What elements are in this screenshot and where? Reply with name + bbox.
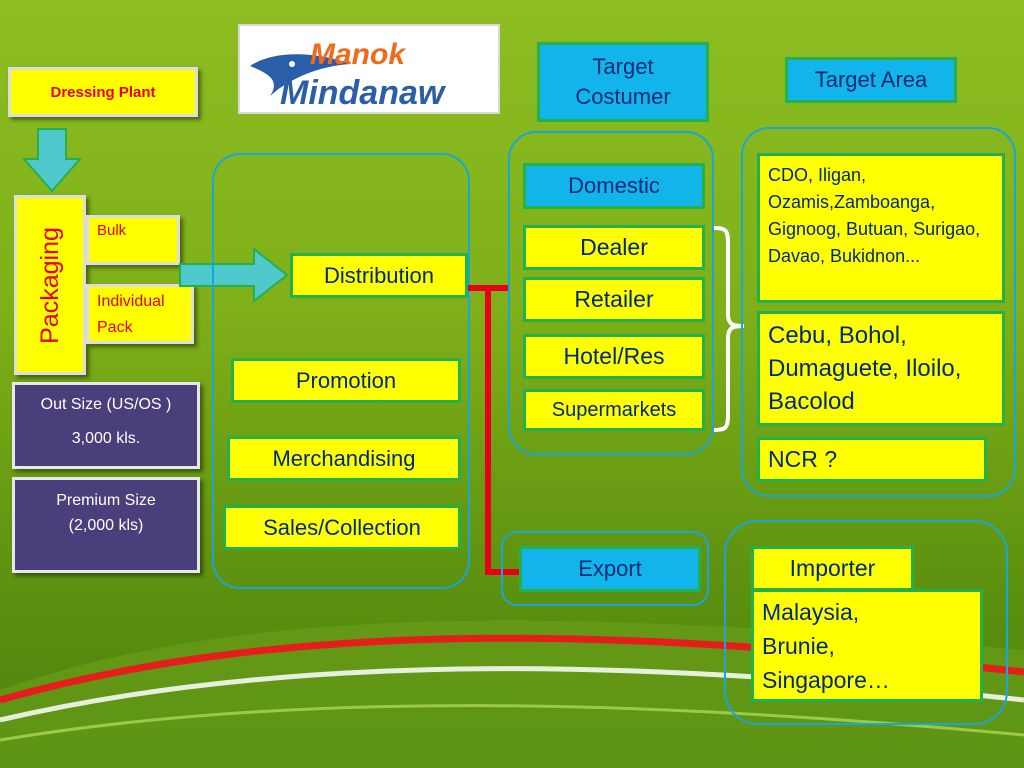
- out-size-line2: 3,000 kls.: [71, 430, 141, 447]
- activities-group: [212, 153, 470, 589]
- target-area-label: Target Area: [814, 67, 928, 92]
- red-connector: [468, 285, 520, 575]
- supermarkets-box: Supermarkets: [523, 389, 705, 431]
- dealer-box: Dealer: [523, 225, 705, 270]
- domestic-label: Domestic: [568, 173, 660, 198]
- export-group: [501, 531, 709, 606]
- visayas-areas-box: Cebu, Bohol, Dumaguete, Iloilo, Bacolod: [757, 311, 1005, 426]
- target-area-group: [741, 127, 1016, 497]
- brace-connector: [713, 226, 745, 432]
- target-customer-line2: Costumer: [575, 84, 671, 109]
- logo-line2: Mindanaw: [280, 74, 447, 112]
- down-arrow-icon: [22, 128, 82, 193]
- distribution-label: Distribution: [323, 262, 435, 288]
- promotion-label: Promotion: [295, 367, 397, 393]
- domestic-box: Domestic: [523, 163, 705, 209]
- distribution-box: Distribution: [290, 253, 468, 298]
- export-country-2: Brunie,: [762, 633, 835, 659]
- individual-pack-box: Individual Pack: [86, 284, 194, 344]
- domestic-group: [508, 131, 714, 455]
- bulk-box: Bulk: [86, 215, 180, 265]
- hotel-res-box: Hotel/Res: [523, 334, 705, 379]
- ncr-box: NCR ?: [757, 437, 987, 482]
- hotel-res-label: Hotel/Res: [563, 343, 665, 369]
- export-box: Export: [519, 546, 701, 592]
- export-country-3: Singapore…: [762, 667, 890, 693]
- logo: Manok Mindanaw: [238, 24, 500, 114]
- promotion-box: Promotion: [231, 358, 461, 403]
- sales-collection-label: Sales/Collection: [263, 514, 421, 540]
- ncr-text: NCR ?: [768, 446, 838, 472]
- chicken-logo-icon: Manok Mindanaw: [250, 38, 447, 112]
- export-country-1: Malaysia,: [762, 599, 860, 625]
- visayas-areas-text: Cebu, Bohol, Dumaguete, Iloilo, Bacolod: [768, 322, 962, 415]
- supermarkets-label: Supermarkets: [551, 398, 677, 421]
- export-label: Export: [578, 556, 642, 581]
- sales-collection-box: Sales/Collection: [223, 505, 461, 550]
- dressing-plant-box: Dressing Plant: [8, 67, 198, 117]
- target-customer-line1: Target: [592, 54, 654, 79]
- packaging-box: Packaging: [14, 195, 86, 375]
- out-size-line1: Out Size (US/OS ): [40, 396, 172, 413]
- out-size-box: Out Size (US/OS ) 3,000 kls.: [12, 382, 200, 469]
- bulk-label: Bulk: [97, 222, 127, 239]
- mindanao-areas-box: CDO, Iligan, Ozamis,Zamboanga, Gignoog, …: [757, 153, 1005, 303]
- merchandising-label: Merchandising: [272, 445, 416, 471]
- importer-group: [724, 520, 1008, 725]
- importer-label: Importer: [789, 555, 876, 581]
- packaging-label: Packaging: [35, 226, 64, 344]
- dealer-label: Dealer: [580, 234, 648, 260]
- premium-size-line2: (2,000 kls): [68, 517, 144, 534]
- export-countries-box: Malaysia, Brunie, Singapore…: [751, 589, 983, 702]
- target-customer-box: Target Costumer: [537, 42, 709, 122]
- importer-box: Importer: [751, 546, 914, 591]
- individual-pack-line2: Pack: [97, 319, 133, 336]
- retailer-box: Retailer: [523, 277, 705, 322]
- retailer-label: Retailer: [574, 286, 654, 312]
- logo-line1: Manok: [310, 38, 406, 71]
- target-area-box: Target Area: [785, 57, 957, 103]
- merchandising-box: Merchandising: [227, 436, 461, 481]
- premium-size-box: Premium Size (2,000 kls): [12, 477, 200, 573]
- mindanao-areas-text: CDO, Iligan, Ozamis,Zamboanga, Gignoog, …: [768, 165, 981, 266]
- premium-size-line1: Premium Size: [56, 492, 156, 509]
- individual-pack-line1: Individual: [97, 293, 165, 310]
- right-arrow-icon: [179, 246, 289, 304]
- dressing-plant-label: Dressing Plant: [50, 83, 156, 101]
